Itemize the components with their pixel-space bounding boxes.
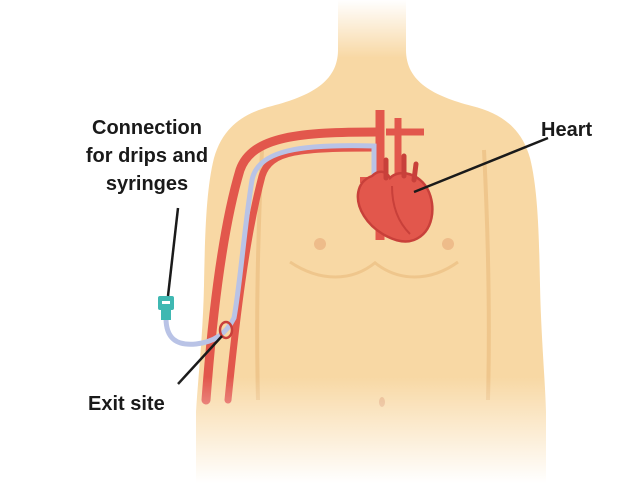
- connection-label-line-3: syringes: [105, 173, 189, 195]
- connection-label-line-1: Connection: [92, 117, 202, 139]
- connection-label: Connection for drips and syringes: [62, 114, 232, 198]
- connection-label-line-2: for drips and: [85, 145, 209, 167]
- heart-label: Heart: [541, 119, 593, 141]
- exit-site-label: Exit site: [88, 393, 165, 415]
